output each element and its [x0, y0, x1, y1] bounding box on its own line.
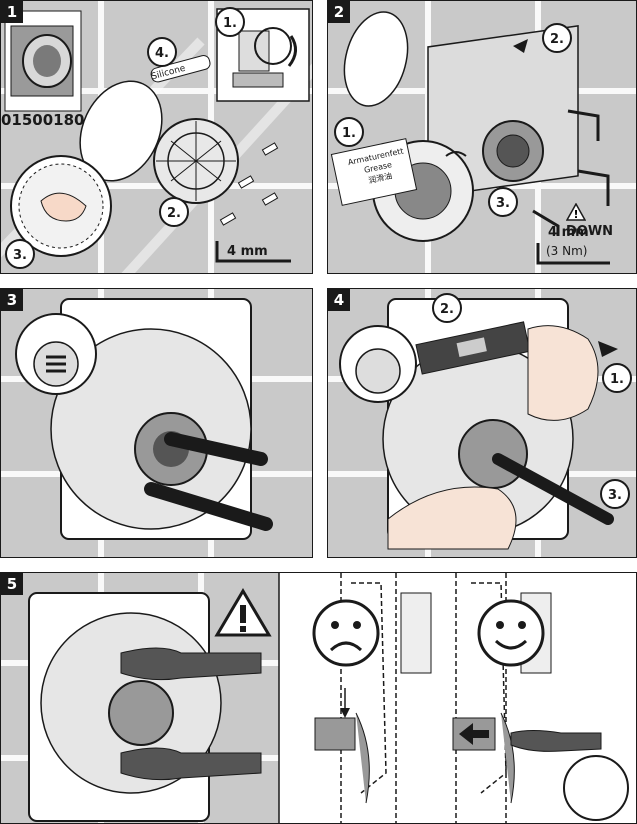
step-marker: 2.: [542, 23, 572, 53]
step-marker: 3.: [488, 187, 518, 217]
arrow-left-icon: [452, 717, 496, 751]
sad-face-icon: [312, 599, 380, 667]
warning-triangle-icon: [214, 588, 272, 637]
panel-4: 4 1. 2. 3.: [327, 288, 637, 558]
panel-2-illustration: [328, 1, 636, 273]
tool-size-label: 4 mm: [227, 244, 268, 259]
panel-1-illustration: [1, 1, 312, 273]
down-warning: ! DOWN: [565, 201, 636, 240]
panel-2: 2 Armaturenfett Grease 润滑油 ! DOWN 4 mm (…: [327, 0, 637, 274]
down-label: DOWN: [566, 223, 614, 239]
step-marker: 3.: [600, 479, 630, 509]
torque-label: (3 Nm): [546, 244, 588, 258]
step-marker: 2.: [432, 293, 462, 323]
panel-3-illustration: [1, 289, 312, 557]
panel-1: 1 01500180 Silicone 4 mm 1. 2. 3. 4.: [0, 0, 313, 274]
step-marker: 3.: [5, 239, 35, 269]
panel-number: 5: [1, 573, 23, 595]
panel-4-illustration: [328, 289, 636, 557]
happy-face-icon: [477, 599, 545, 667]
hand-icon: [510, 730, 629, 821]
panel-number: 4: [328, 289, 350, 311]
panel-number: 1: [1, 1, 23, 23]
warning-triangle-icon: !: [565, 201, 587, 221]
svg-text:!: !: [573, 208, 578, 221]
panel-number: 2: [328, 1, 350, 23]
step-marker: 4.: [147, 37, 177, 67]
step-marker: 1.: [602, 363, 632, 393]
step-marker: 2.: [159, 197, 189, 227]
panel-number: 3: [1, 289, 23, 311]
tool-size-label: 4 mm: [548, 225, 589, 240]
panel-3: 3: [0, 288, 313, 558]
step-marker: 1.: [215, 7, 245, 37]
panel-5-illustration: [1, 573, 629, 823]
step-marker: 1.: [334, 117, 364, 147]
part-code: 01500180: [1, 111, 85, 129]
panel-5: 5: [0, 572, 637, 824]
